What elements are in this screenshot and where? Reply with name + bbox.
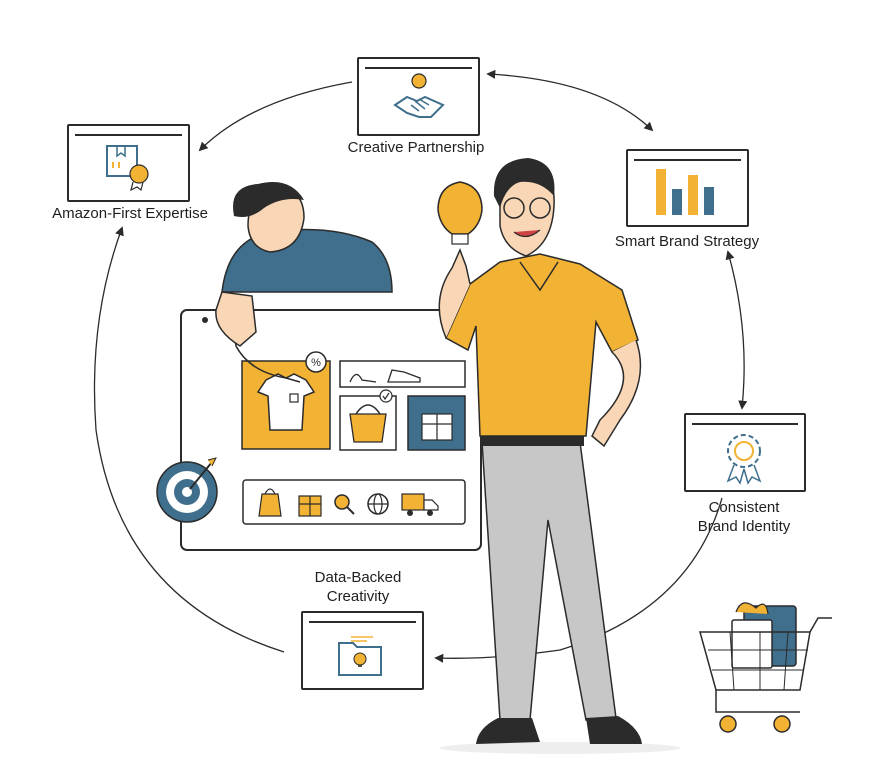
creative-partnership-card bbox=[357, 57, 480, 136]
card-header-bar bbox=[75, 134, 182, 136]
discount-tag-icon: % bbox=[305, 351, 327, 373]
bar-chart-icon bbox=[656, 169, 714, 215]
svg-text:%: % bbox=[311, 357, 321, 369]
shopping-bag-icon bbox=[258, 488, 282, 517]
amazon-first-expertise-label: Amazon-First Expertise bbox=[52, 205, 208, 222]
delivery-truck-icon bbox=[401, 493, 439, 516]
arrow-partnership-strategy bbox=[486, 69, 654, 132]
arrow-partnership-expertise bbox=[198, 81, 353, 152]
shopping-cart-icon bbox=[699, 602, 832, 733]
smart-brand-strategy-label: Smart Brand Strategy bbox=[614, 233, 760, 250]
gift-icon bbox=[298, 495, 322, 517]
target-icon bbox=[156, 457, 218, 523]
handbag-icon bbox=[339, 389, 397, 451]
shirt-icon bbox=[241, 360, 331, 450]
arrow-strategy-identity bbox=[725, 250, 748, 410]
folder-icon bbox=[338, 636, 382, 676]
data-backed-creativity-card bbox=[301, 611, 424, 690]
card-header-bar bbox=[365, 67, 472, 69]
arrow-creativity-expertise bbox=[93, 226, 285, 653]
magnifier-icon bbox=[334, 494, 355, 515]
data-backed-creativity-label-line1: Data-Backed bbox=[314, 569, 402, 586]
smart-brand-strategy-card bbox=[626, 149, 749, 227]
handshake-icon bbox=[393, 73, 445, 118]
gift-icon bbox=[407, 395, 466, 451]
card-header-bar bbox=[634, 159, 741, 161]
consistent-brand-identity-card bbox=[684, 413, 806, 492]
globe-icon bbox=[367, 493, 389, 515]
amazon-first-expertise-card bbox=[67, 124, 190, 202]
browser-window: % bbox=[180, 309, 482, 551]
person-leaning bbox=[215, 182, 393, 383]
card-header-bar bbox=[692, 423, 798, 425]
lightbulb-icon bbox=[437, 181, 483, 245]
data-backed-creativity-label-line2: Creativity bbox=[326, 588, 390, 605]
consistent-brand-identity-label-line2: Brand Identity bbox=[697, 518, 791, 535]
person-presenter bbox=[437, 158, 680, 754]
card-header-bar bbox=[309, 621, 416, 623]
consistent-brand-identity-label-line1: Consistent bbox=[708, 499, 780, 516]
certificate-icon bbox=[106, 145, 149, 192]
ribbon-badge-icon bbox=[726, 434, 762, 485]
creative-partnership-label: Creative Partnership bbox=[347, 139, 485, 156]
shoe-icon bbox=[339, 360, 466, 388]
